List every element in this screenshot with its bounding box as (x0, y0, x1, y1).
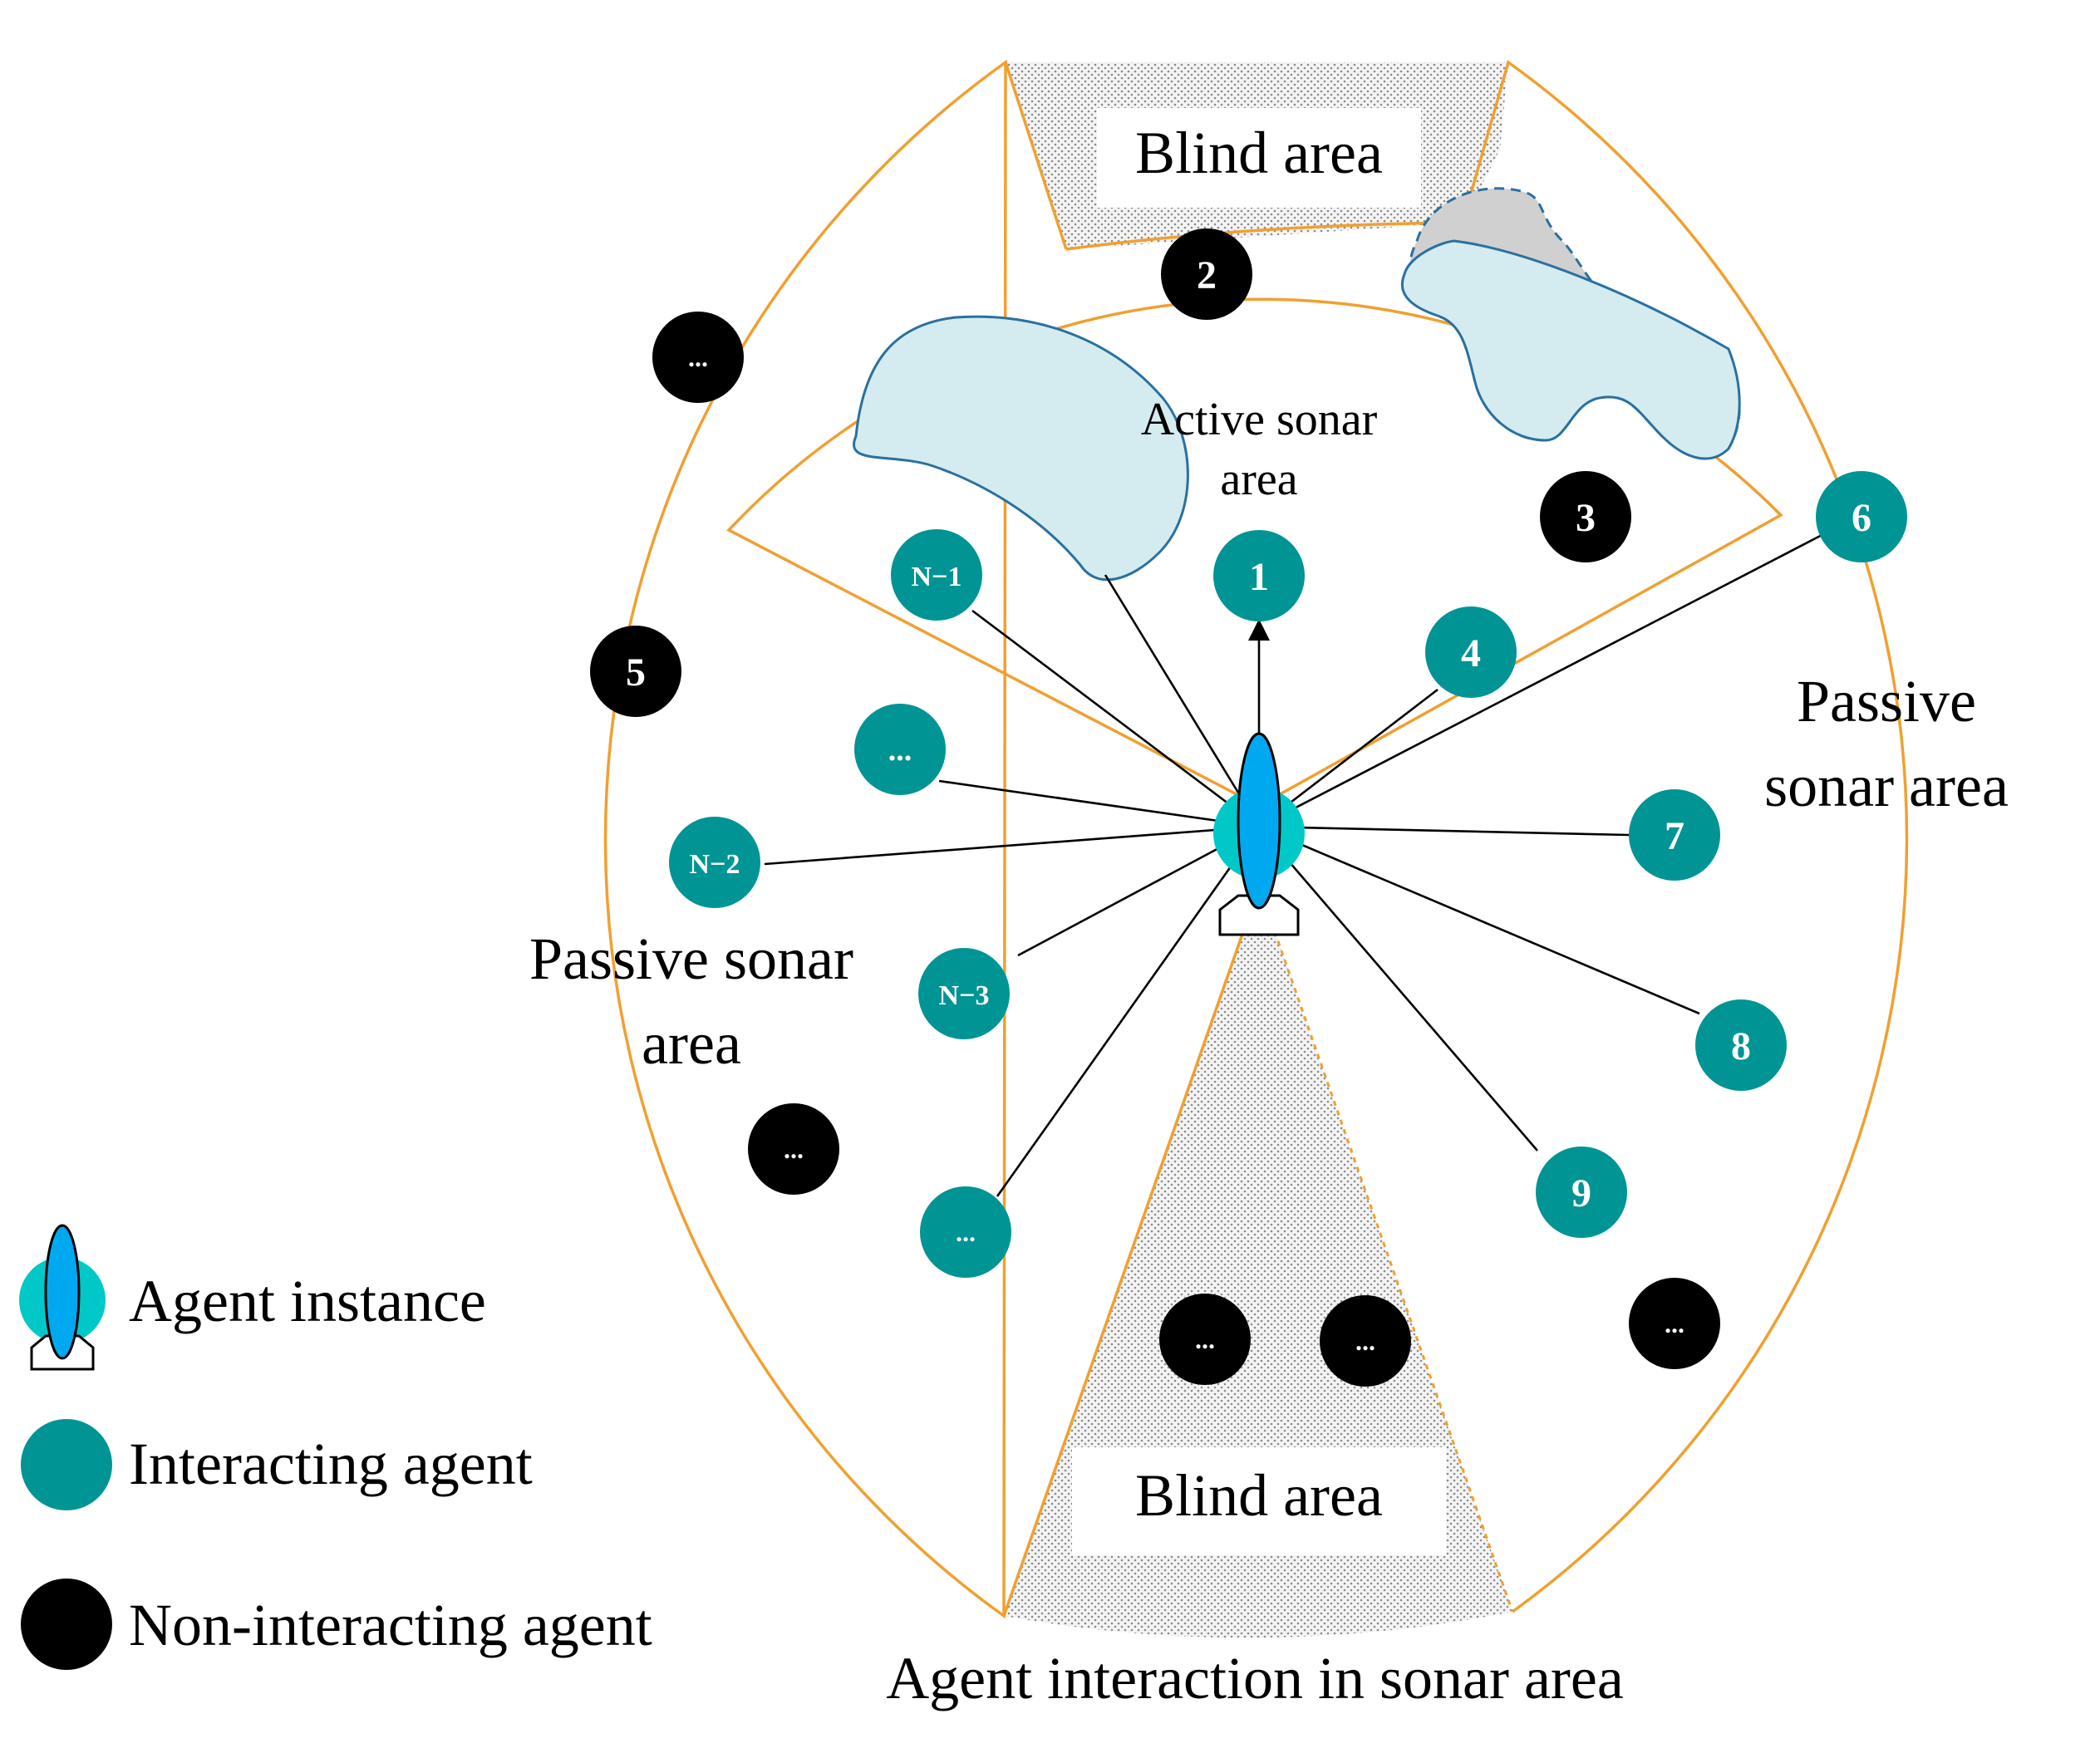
agent-label: 7 (1665, 814, 1684, 858)
legend-agent-instance-label: Agent instance (129, 1268, 486, 1334)
agent-instance (1213, 732, 1305, 936)
link-6 (1258, 530, 1829, 828)
interaction-links (764, 530, 1829, 1197)
agent-label: 1 (1249, 555, 1269, 599)
agent-body (1237, 732, 1281, 910)
blind-area-top-label: Blind area (1135, 120, 1383, 186)
interacting-agent: 9 (1536, 1147, 1627, 1238)
non-interacting-agent: 5 (590, 626, 681, 717)
legend-agent-instance: Agent instance (19, 1224, 486, 1371)
passive-right-label-line2: sonar area (1764, 753, 2009, 819)
blind-area-bottom-label: Blind area (1135, 1462, 1383, 1529)
blind-area-bottom-edge (1270, 921, 1514, 1613)
interacting-agent: 1 (1213, 530, 1305, 621)
obstacle-left (853, 315, 1189, 582)
agent-label: ... (956, 1217, 976, 1247)
link-9 (1258, 826, 1538, 1151)
interacting-agent: 4 (1425, 606, 1517, 698)
non-interacting-agent: ... (748, 1103, 839, 1195)
link-n-1 (971, 609, 1260, 828)
agent-label: 2 (1197, 253, 1217, 297)
interacting-agent: 6 (1816, 471, 1907, 562)
legend-agent-body (44, 1224, 81, 1360)
agent-label: 4 (1461, 631, 1481, 675)
passive-left-label-line2: area (642, 1010, 741, 1077)
interacting-agents: 1 4 6 7 8 9 N−1 N−2 N−3 ... ... (669, 471, 1907, 1278)
legend-non-interacting-agent-label: Non-interacting agent (129, 1592, 652, 1658)
non-interacting-agent: 3 (1540, 471, 1631, 562)
interacting-agent: 8 (1695, 999, 1787, 1091)
link-obstacle (1104, 574, 1261, 827)
non-interacting-agents: 2 3 5 ... ... ... ... ... (590, 228, 1720, 1387)
passive-right-label-line1: Passive (1797, 668, 1976, 734)
legend-interacting-agent-label: Interacting agent (129, 1431, 533, 1497)
obstacle-right (1400, 239, 1741, 460)
passive-sonar-boundary-bottom (1002, 921, 1248, 1617)
agent-label: ... (888, 733, 912, 768)
agent-label: 8 (1731, 1024, 1751, 1068)
agent-label: 3 (1576, 496, 1596, 540)
non-interacting-agent: ... (1629, 1278, 1720, 1369)
non-interacting-agent: ... (652, 312, 744, 403)
interacting-agent: N−1 (891, 529, 982, 621)
interacting-agent: ... (920, 1186, 1011, 1278)
legend-interacting-swatch (21, 1419, 112, 1510)
interacting-agent: N−2 (669, 817, 760, 908)
non-interacting-agent: 2 (1161, 228, 1252, 320)
interacting-agent: N−3 (918, 948, 1010, 1039)
diagram-caption: Agent interaction in sonar area (886, 1645, 1624, 1711)
active-sonar-label-line1: Active sonar (1141, 394, 1378, 445)
passive-left-label-line1: Passive sonar (529, 926, 853, 992)
legend-non-interacting-swatch (21, 1579, 112, 1670)
agent-label: N−2 (690, 849, 740, 880)
agent-label: 9 (1571, 1171, 1591, 1215)
agent-label: ... (784, 1134, 804, 1164)
interacting-agent: ... (854, 704, 946, 795)
legend: Agent instance Interacting agent Non-int… (19, 1224, 652, 1670)
agent-label: 5 (626, 651, 646, 695)
blind-bottom-label-bg (1072, 1447, 1446, 1555)
blind-top-label-bg (1097, 108, 1421, 208)
link-ellipsis-left (938, 779, 1260, 828)
interacting-agent: 7 (1629, 789, 1720, 881)
legend-interacting-agent: Interacting agent (21, 1419, 533, 1510)
link-8 (1258, 825, 1700, 1015)
agent-label: ... (1195, 1324, 1215, 1354)
agent-label: N−3 (939, 980, 990, 1011)
non-interacting-agent: ... (1159, 1294, 1251, 1385)
non-interacting-agent: ... (1320, 1295, 1411, 1387)
agent-label: ... (688, 342, 708, 372)
passive-sonar-boundary-top (1004, 61, 1068, 250)
active-sonar-label-line2: area (1220, 454, 1297, 505)
agent-label: ... (1355, 1326, 1375, 1356)
link-7 (1258, 825, 1630, 837)
agent-label: N−1 (912, 562, 962, 592)
agent-label: 6 (1852, 496, 1871, 540)
link-n-2 (764, 825, 1260, 866)
agent-base (1218, 894, 1300, 936)
agent-label: ... (1665, 1309, 1684, 1338)
link-ellipsis-bottom (996, 826, 1261, 1197)
legend-non-interacting-agent: Non-interacting agent (21, 1579, 652, 1670)
